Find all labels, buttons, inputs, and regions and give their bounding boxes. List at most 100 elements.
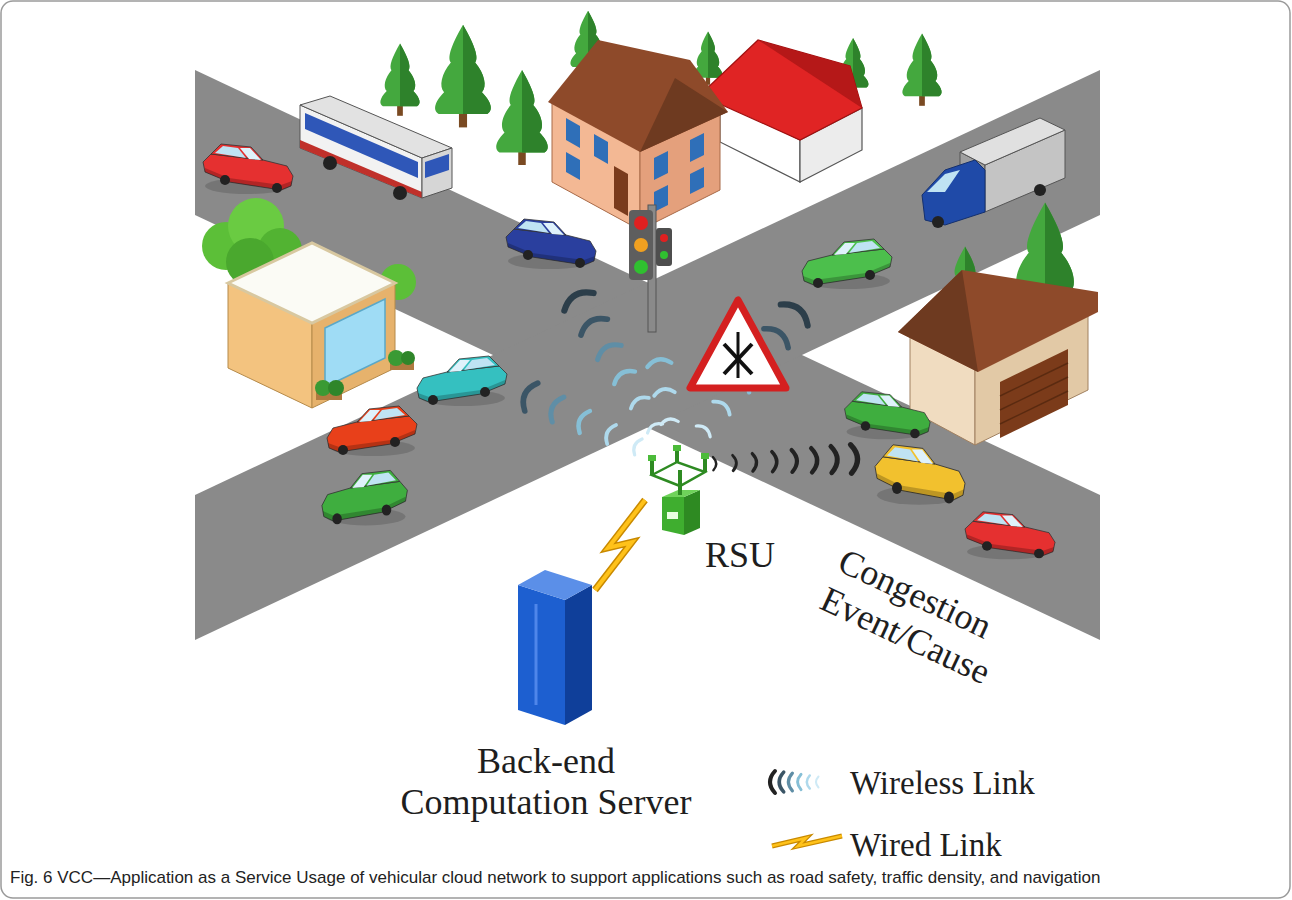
traffic-light	[656, 228, 672, 266]
house	[566, 152, 580, 180]
car	[203, 144, 293, 194]
bus	[323, 156, 337, 170]
wireless-waves	[603, 423, 616, 444]
truck	[922, 118, 1065, 228]
wired-link-bolt	[595, 500, 645, 590]
rsu-device	[667, 512, 678, 519]
garage	[1000, 363, 1068, 396]
house	[690, 133, 704, 162]
bus	[425, 154, 449, 178]
wireless-waves	[518, 286, 858, 473]
road	[195, 70, 1100, 640]
traffic-light	[660, 234, 668, 242]
wireless-waves	[631, 437, 642, 455]
rsu-device	[678, 470, 682, 486]
car	[875, 445, 965, 505]
server-node: Back-end Computation Server	[388, 590, 704, 822]
bus	[300, 96, 452, 200]
truck	[1034, 184, 1046, 196]
node-text: Back-end Computation Server	[391, 741, 701, 822]
figure-caption: Fig. 6 VCC—Application as a Service Usag…	[10, 867, 1275, 889]
wireless-waves	[772, 452, 777, 472]
wireless-waves	[752, 453, 757, 471]
warning-sign	[690, 300, 786, 388]
shop	[228, 243, 415, 408]
wireless-waves	[811, 448, 817, 472]
rsu-device	[648, 445, 709, 535]
wireless-waves	[733, 455, 737, 471]
bus	[422, 148, 452, 198]
car	[322, 470, 408, 525]
rsu-node: RSU	[645, 455, 775, 575]
rsu-device	[652, 462, 705, 486]
server-icon	[518, 585, 565, 725]
house	[594, 134, 608, 164]
white-house	[700, 40, 862, 140]
server-icon	[518, 570, 592, 600]
shop	[228, 243, 395, 323]
wireless-waves	[594, 340, 621, 360]
server-icon	[535, 604, 538, 705]
legend-wireless-sample	[770, 771, 775, 793]
rsu-device	[701, 453, 709, 459]
car	[506, 219, 596, 269]
rsu-device	[673, 445, 681, 451]
wireless-waves	[792, 450, 798, 472]
rsu-device	[678, 486, 682, 495]
house	[640, 78, 728, 152]
rsu-device	[648, 455, 656, 461]
car	[965, 512, 1055, 560]
bus	[393, 186, 407, 200]
server-icon	[518, 570, 592, 725]
wireless-waves	[696, 423, 712, 437]
traffic-light	[629, 210, 653, 280]
wireless-waves	[560, 286, 593, 310]
wireless-waves	[660, 418, 678, 425]
wireless-waves	[831, 446, 838, 473]
traffic-light	[629, 205, 672, 332]
legend-wireless-sample	[779, 772, 784, 792]
traffic-light	[634, 216, 648, 230]
wireless-waves	[645, 421, 662, 433]
house	[614, 166, 628, 216]
warning-sign	[690, 300, 786, 388]
legend-wireless-sample	[770, 771, 819, 793]
bus	[300, 96, 452, 158]
truck	[922, 160, 985, 225]
wireless-waves	[646, 357, 671, 367]
legend-wireless-sample	[788, 773, 792, 791]
garage	[1000, 377, 1068, 410]
node-text: RSU	[705, 535, 775, 575]
garage	[898, 270, 1098, 372]
wireless-waves	[781, 298, 813, 325]
wireless-waves	[850, 444, 857, 473]
wired-link-outline	[595, 500, 645, 590]
house	[690, 167, 704, 194]
traffic-light	[660, 251, 668, 259]
wireless-waves	[713, 398, 732, 415]
traffic-light	[634, 260, 648, 274]
car	[203, 144, 1055, 559]
shop	[401, 351, 415, 365]
car	[845, 392, 931, 440]
legend-text: Wireless Link	[850, 764, 1035, 802]
wireless-waves	[628, 394, 648, 409]
warning-sign	[737, 332, 740, 378]
legend-wired-sample	[772, 836, 842, 846]
wireless-waves	[713, 457, 716, 470]
road	[195, 70, 1100, 640]
tree	[902, 34, 941, 106]
legend-wired-sample	[772, 836, 842, 846]
legend-wired-sample	[772, 836, 842, 846]
tree	[435, 25, 491, 128]
wireless-waves	[611, 367, 635, 384]
garage	[898, 270, 978, 372]
server-icon	[565, 585, 592, 725]
wireless-waves	[518, 380, 537, 411]
wireless-waves	[547, 394, 564, 422]
